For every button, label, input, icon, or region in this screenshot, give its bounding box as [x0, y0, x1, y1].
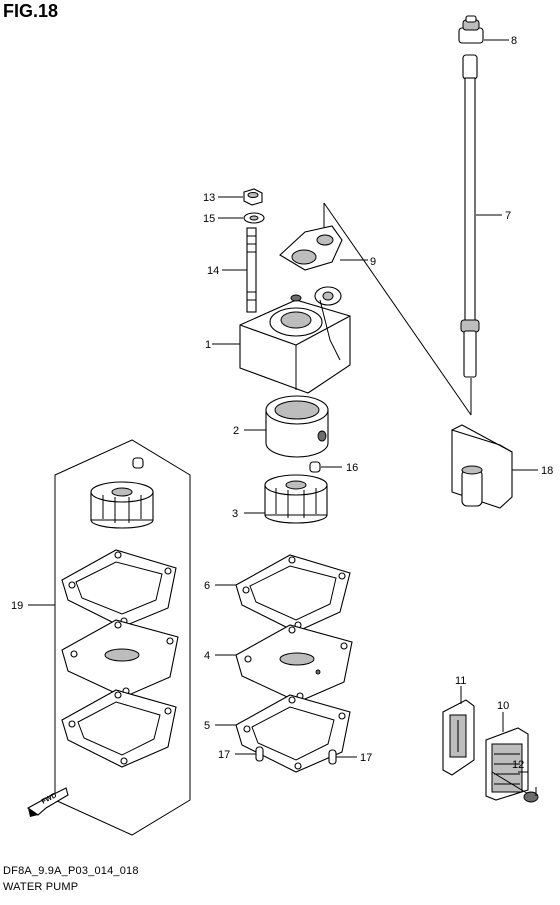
part-9-grommet [279, 225, 343, 271]
callout-3: 3 [232, 508, 238, 520]
figure-title: FIG.18 [3, 1, 59, 21]
callout-2: 2 [233, 425, 239, 437]
part-14-stud-bolt [246, 227, 257, 313]
part-13-nut [243, 188, 263, 206]
callout-5: 5 [204, 720, 210, 732]
callout-17-left: 17 [218, 749, 230, 761]
part-15-washer [243, 212, 265, 224]
part-4-plate [235, 624, 353, 703]
callout-13: 13 [203, 192, 215, 204]
part-8-cap [458, 15, 484, 44]
part-10-clip [485, 727, 529, 801]
part-11-bracket [442, 699, 475, 776]
callout-16: 16 [346, 462, 358, 474]
callout-4: 4 [204, 650, 210, 662]
callout-10: 10 [497, 700, 509, 712]
part-16-key [309, 461, 321, 473]
footer-figure-name: WATER PUMP [3, 881, 79, 893]
callout-14: 14 [207, 265, 219, 277]
callout-17-right: 17 [360, 752, 372, 764]
part-19-repair-kit [54, 439, 191, 836]
part-1-pump-case [239, 286, 351, 394]
callout-15: 15 [203, 213, 215, 225]
callout-9: 9 [370, 256, 376, 268]
callout-1: 1 [205, 339, 211, 351]
callout-8: 8 [511, 35, 517, 47]
part-7-water-tube [460, 54, 480, 378]
callout-11: 11 [455, 675, 466, 687]
part-12-screw [491, 771, 539, 803]
part-17-dowel-pin-left [255, 746, 264, 762]
callout-18: 18 [541, 465, 553, 477]
part-18-rubber-pad [451, 424, 513, 509]
part-5-gasket [235, 694, 351, 773]
part-6-gasket [235, 554, 351, 633]
callout-7: 7 [505, 210, 511, 222]
callout-12: 12 [512, 759, 524, 771]
part-3-impeller [264, 474, 328, 524]
footer-figure-code: DF8A_9.9A_P03_014_018 [3, 865, 139, 877]
callout-19: 19 [11, 600, 23, 612]
part-2-impeller-housing [265, 395, 329, 458]
callout-6: 6 [204, 580, 210, 592]
fwd-arrow-icon: FWD [26, 787, 69, 817]
part-17-dowel-pin-right [328, 749, 337, 765]
